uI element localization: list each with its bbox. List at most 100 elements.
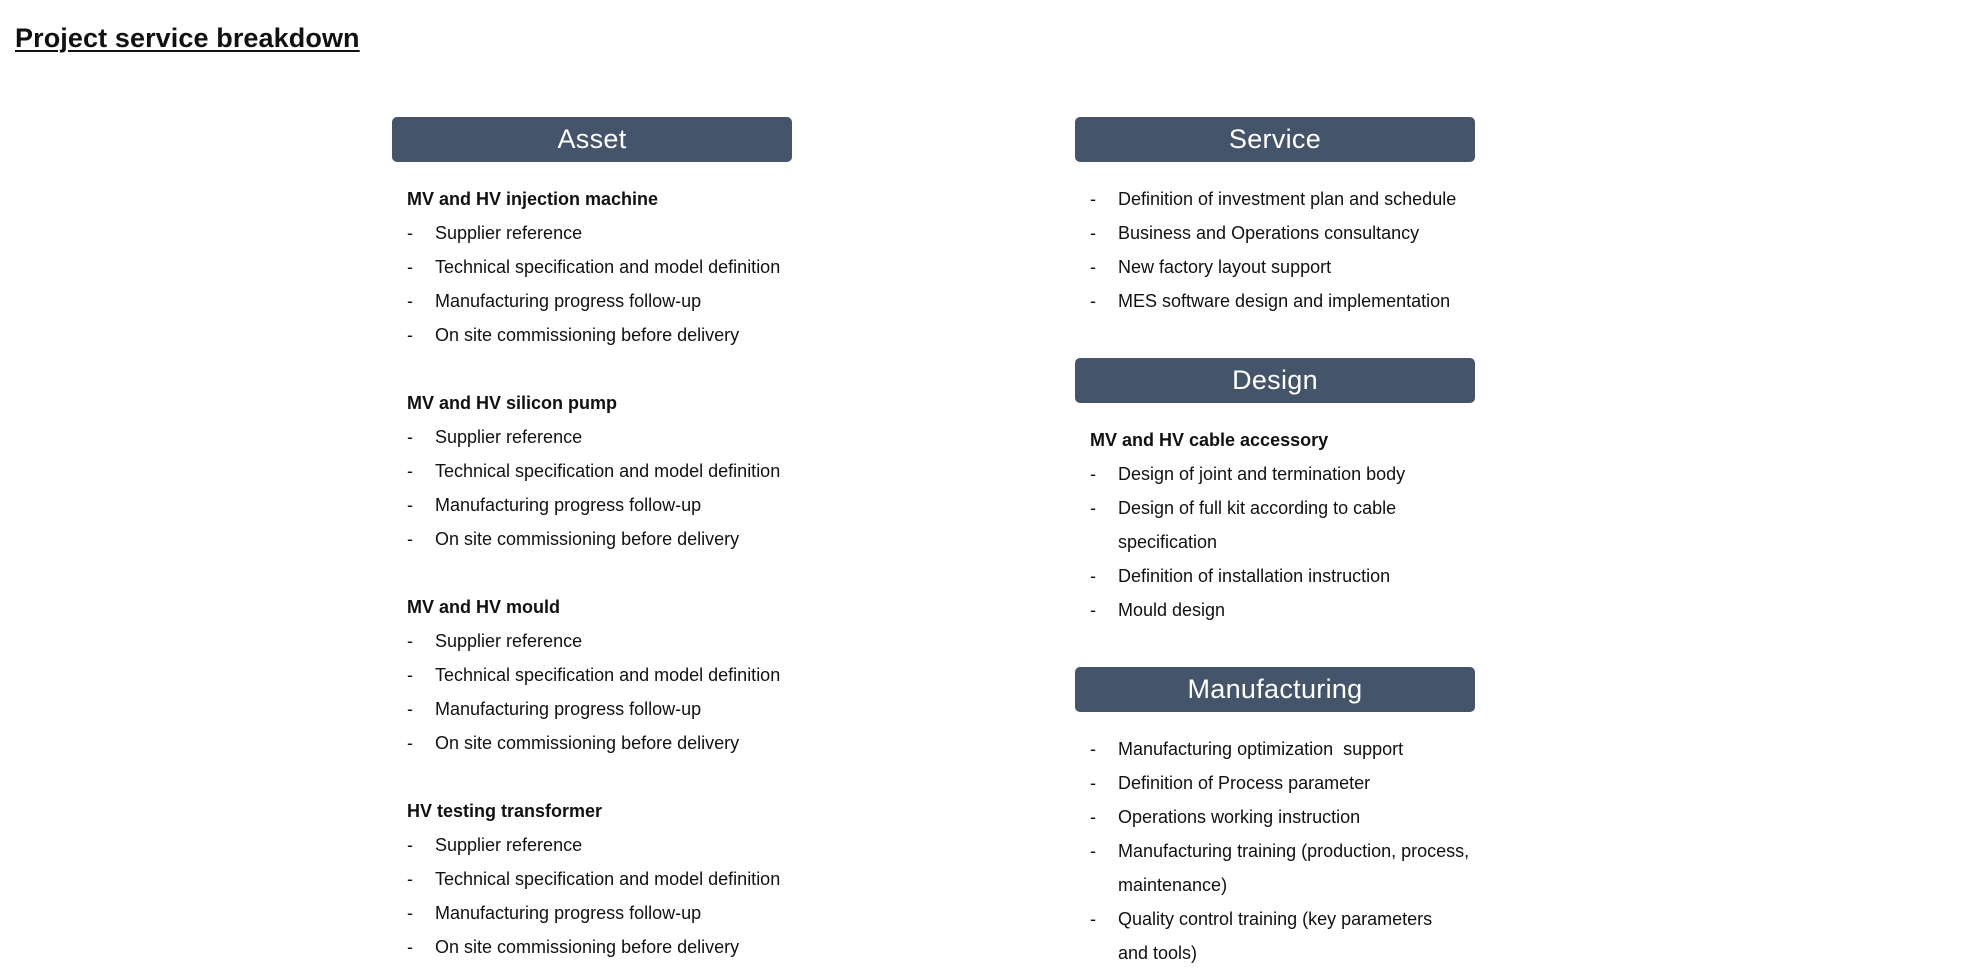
bullet-dash: - — [1090, 739, 1096, 759]
bullet-dash: - — [407, 291, 413, 311]
list-item-text: New factory layout support — [1118, 257, 1332, 277]
list-item: - Mould design — [1090, 593, 1471, 627]
list-item-text: Supplier reference — [435, 427, 583, 447]
manufacturing-section: Manufacturing - Manufacturing optimizatio… — [1075, 667, 1475, 970]
list-item-text: Supplier reference — [435, 631, 583, 651]
list-item: - Design of joint and termination body — [1090, 457, 1471, 491]
list-item-text: Manufacturing optimization support — [1118, 739, 1404, 759]
bullet-dash: - — [1090, 909, 1096, 929]
bullet-dash: - — [407, 223, 413, 243]
bullet-dash: - — [1090, 807, 1096, 827]
service-block: - Definition of investment plan and sched… — [1075, 162, 1475, 318]
list-item: - Supplier reference — [407, 624, 788, 658]
list-item-text: Definition of Process parameter — [1118, 773, 1371, 793]
list-item: - Supplier reference — [407, 420, 788, 454]
list-item-text: Mould design — [1118, 600, 1226, 620]
bullet-dash: - — [407, 257, 413, 277]
list-item: - On site commissioning before delivery — [407, 930, 788, 964]
bullet-dash: - — [407, 937, 413, 957]
bullet-dash: - — [407, 699, 413, 719]
list-item: - Manufacturing progress follow-up — [407, 692, 788, 726]
list-item-text: Design of joint and termination body — [1118, 464, 1406, 484]
list-item-text: On site commissioning before delivery — [435, 937, 740, 957]
list-item-text: Manufacturing progress follow-up — [435, 291, 702, 311]
list-item: - Manufacturing progress follow-up — [407, 284, 788, 318]
list-item-text: Business and Operations consultancy — [1118, 223, 1420, 243]
list-item-text: On site commissioning before delivery — [435, 733, 740, 753]
design-header: Design — [1075, 358, 1475, 403]
manufacturing-header: Manufacturing — [1075, 667, 1475, 712]
list-item: - On site commissioning before delivery — [407, 726, 788, 760]
design-group-title: MV and HV cable accessory — [1090, 430, 1329, 450]
list-item-text: Supplier reference — [435, 835, 583, 855]
list-item-text: Definition of investment plan and schedu… — [1118, 189, 1457, 209]
list-item-text: Supplier reference — [435, 223, 583, 243]
asset-header: Asset — [392, 117, 792, 162]
bullet-dash: - — [407, 461, 413, 481]
bullet-dash: - — [407, 869, 413, 889]
list-item-text: Technical specification and model defini… — [435, 461, 781, 481]
list-item: - Manufacturing progress follow-up — [407, 488, 788, 522]
bullet-dash: - — [1090, 189, 1096, 209]
list-item: - New factory layout support — [1090, 250, 1471, 284]
list-item-text: Operations working instruction — [1118, 807, 1361, 827]
bullet-dash: - — [1090, 291, 1096, 311]
list-item: - Manufacturing optimization support — [1090, 732, 1471, 766]
list-item-text: Manufacturing progress follow-up — [435, 495, 702, 515]
list-item: - Design of full kit according to cable s… — [1090, 491, 1450, 559]
bullet-dash: - — [407, 835, 413, 855]
list-item: - Operations working instruction — [1090, 800, 1471, 834]
service-header: Service — [1075, 117, 1475, 162]
page-title: Project service breakdown — [15, 23, 360, 53]
list-item-text: On site commissioning before delivery — [435, 529, 740, 549]
bullet-dash: - — [407, 665, 413, 685]
list-item-text: On site commissioning before delivery — [435, 325, 740, 345]
design-section: Design MV and HV cable accessory - Design… — [1075, 358, 1475, 627]
list-item: - Definition of installation instruction — [1090, 559, 1471, 593]
asset-group-title: MV and HV silicon pump — [407, 393, 618, 413]
list-item-text: Technical specification and model defini… — [435, 665, 781, 685]
list-item: - Quality control training (key parameter… — [1090, 902, 1450, 970]
list-item: - On site commissioning before delivery — [407, 522, 788, 556]
list-item: -Manufacturing training (production, pro… — [1090, 834, 1480, 902]
list-item: - Definition of Process parameter — [1090, 766, 1471, 800]
list-item: - Supplier reference — [407, 216, 788, 250]
bullet-dash: - — [407, 495, 413, 515]
list-item: - Definition of investment plan and sched… — [1090, 182, 1471, 216]
bullet-dash: - — [407, 733, 413, 753]
bullet-dash: - — [407, 427, 413, 447]
asset-column: Asset MV and HV injection machine -Suppl… — [392, 117, 792, 964]
bullet-dash: - — [1090, 773, 1096, 793]
list-item: - Technical specification and model defin… — [407, 454, 788, 488]
list-item: - Business and Operations consultancy — [1090, 216, 1471, 250]
list-item-text: Manufacturing progress follow-up — [435, 699, 702, 719]
list-item: - Technical specification and model defin… — [407, 658, 788, 692]
list-item-text: Manufacturing training (production, proc… — [1118, 841, 1470, 895]
asset-group-title: MV and HV mould — [407, 597, 560, 617]
list-item: - On site commissioning before delivery — [407, 318, 788, 352]
service-section: Service - Definition of investment plan a… — [1075, 117, 1475, 318]
bullet-dash: - — [407, 903, 413, 923]
list-item-text: MES software design and implementation — [1118, 291, 1451, 311]
list-item: - Technical specification and model defin… — [407, 250, 788, 284]
asset-block: MV and HV injection machine -Supplier re… — [392, 162, 792, 964]
list-item-text: Quality control training (key parameters… — [1118, 909, 1433, 963]
bullet-dash: - — [407, 325, 413, 345]
bullet-dash: - — [1090, 566, 1096, 586]
bullet-dash: - — [1090, 600, 1096, 620]
manufacturing-block: - Manufacturing optimization support - Def… — [1075, 712, 1475, 970]
list-item: - Technical specification and model defin… — [407, 862, 788, 896]
list-item-text: Manufacturing progress follow-up — [435, 903, 702, 923]
list-item: - MES software design and implementation — [1090, 284, 1471, 318]
list-item-text: Design of full kit according to cable sp… — [1118, 498, 1397, 552]
list-item: - Supplier reference — [407, 828, 788, 862]
bullet-dash: - — [1090, 498, 1096, 518]
list-item-text: Technical specification and model defini… — [435, 257, 781, 277]
list-item-text: Definition of installation instruction — [1118, 566, 1391, 586]
list-item-text: Technical specification and model defini… — [435, 869, 781, 889]
bullet-dash: - — [407, 529, 413, 549]
bullet-dash: - — [1090, 257, 1096, 277]
bullet-dash: - — [1090, 223, 1096, 243]
bullet-dash: - — [1090, 464, 1096, 484]
bullet-dash: - — [407, 631, 413, 651]
